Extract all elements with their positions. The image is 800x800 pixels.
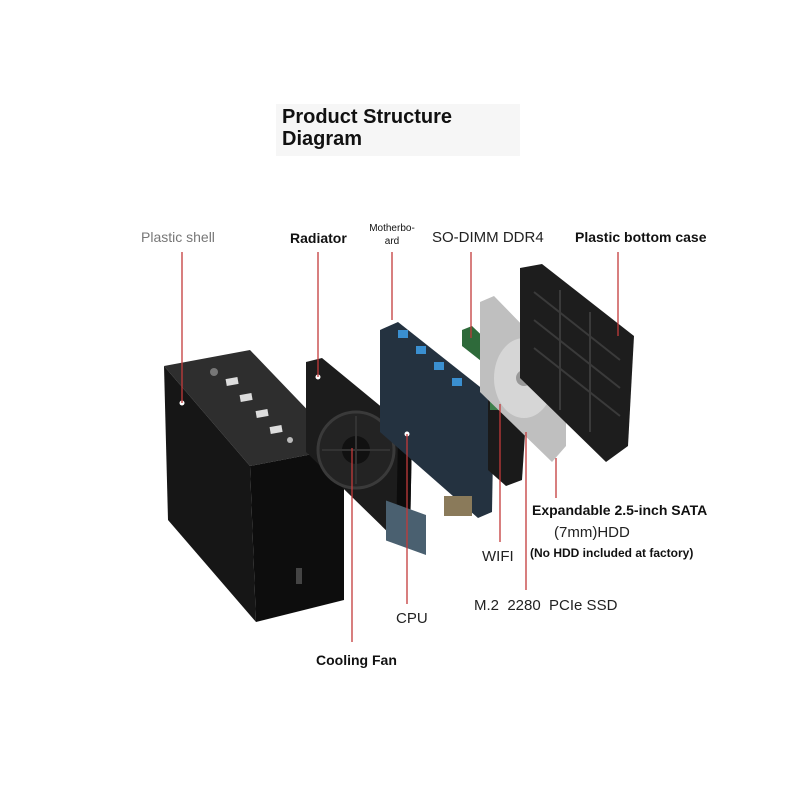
label-hdd-line2: (7mm)HDD: [554, 524, 630, 541]
label-so-dimm: SO-DIMM DDR4: [432, 229, 544, 246]
title-background: [276, 104, 520, 156]
label-cooling-fan: Cooling Fan: [316, 652, 397, 668]
label-cpu: CPU: [396, 610, 428, 627]
diagram-title: Product Structure Diagram: [282, 106, 453, 150]
plastic-shell-image: [164, 350, 344, 622]
label-wifi: WIFI: [482, 548, 514, 565]
label-hdd-line3: (No HDD included at factory): [530, 546, 694, 560]
label-hdd-line1: Expandable 2.5-inch SATA: [532, 502, 708, 518]
label-plastic-shell: Plastic shell: [141, 229, 215, 245]
label-plastic-bottom-case: Plastic bottom case: [575, 229, 707, 245]
label-motherboard: Motherbo-ard: [369, 223, 415, 247]
plastic-bottom-case-image: [520, 264, 634, 462]
leader-lines: [181, 252, 619, 642]
label-radiator: Radiator: [290, 230, 347, 246]
label-ssd: M.2 2280 PCIe SSD: [474, 597, 618, 614]
